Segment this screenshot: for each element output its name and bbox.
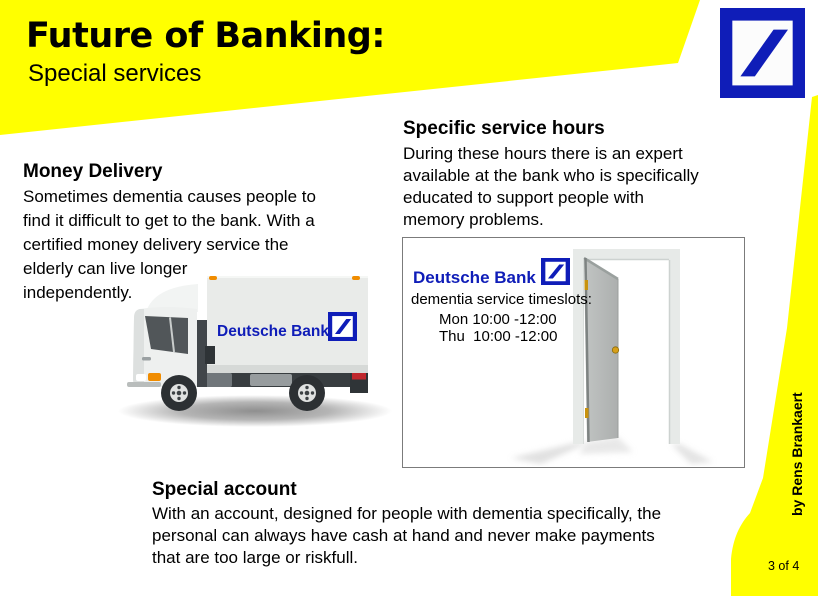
truck-shadow [118, 395, 392, 427]
money-delivery-body: Sometimes dementia causes people to find… [23, 187, 316, 302]
box-bottom-strip [207, 365, 368, 373]
header-band [0, 0, 700, 135]
headlight [136, 374, 146, 381]
marker-light-front [209, 276, 217, 280]
door-hinge-top [584, 280, 588, 290]
door-sign-brand: Deutsche Bank [413, 268, 536, 287]
door-handle [142, 357, 151, 361]
page-indicator: 3 of 4 [768, 559, 800, 573]
cab-front-strip [133, 309, 144, 387]
door-knob [611, 346, 620, 354]
door-floor-shadow-right [671, 444, 713, 464]
door-sign-logo-icon [541, 258, 570, 285]
deutsche-bank-logo-icon [720, 8, 805, 98]
truck-taillight [352, 373, 366, 380]
sign-timeslot-thu: Thu 10:00 -12:00 [439, 328, 558, 345]
rear-wheel [289, 375, 325, 411]
indicator-light [148, 373, 161, 381]
front-bumper [127, 382, 161, 387]
side-band [731, 95, 818, 596]
front-wheel [161, 375, 197, 411]
cab-windows [145, 316, 188, 354]
truck-tank [204, 373, 232, 387]
open-door-illustration [511, 249, 713, 464]
sign-timeslot-mon: Mon 10:00 -12:00 [439, 311, 557, 328]
truck-brand-label: Deutsche Bank [217, 323, 329, 340]
door-hinge-bottom [585, 408, 589, 418]
special-account-body: With an account, designed for people wit… [152, 504, 662, 567]
slash-glyph [740, 29, 788, 77]
truck-tank-2 [250, 374, 292, 386]
delivery-truck-illustration: Deutsche Bank [118, 276, 392, 427]
box-top-edge [207, 276, 368, 278]
page-subtitle: Special services [28, 60, 202, 87]
money-delivery-heading: Money Delivery [23, 161, 163, 182]
service-hours-body: During these hours there is an expert av… [403, 144, 699, 229]
cab-box-gap [197, 320, 207, 387]
special-account-heading: Special account [152, 479, 297, 500]
author-credit: by Rens Brankaert [789, 392, 805, 516]
cab-fairing [146, 284, 198, 312]
truck-logo-icon [328, 312, 357, 341]
marker-light-rear [352, 276, 360, 280]
page-title: Future of Banking: [26, 16, 385, 56]
door [583, 256, 620, 443]
door-panel: Deutsche Bank dementia service timeslots… [402, 237, 745, 468]
door-frame [573, 249, 680, 444]
door-floor-shadow-left [511, 442, 587, 464]
window-pillar [169, 317, 175, 353]
service-hours-heading: Specific service hours [403, 118, 605, 139]
box-side-locker [205, 346, 215, 364]
sign-timeslots-label: dementia service timeslots: [411, 291, 592, 308]
